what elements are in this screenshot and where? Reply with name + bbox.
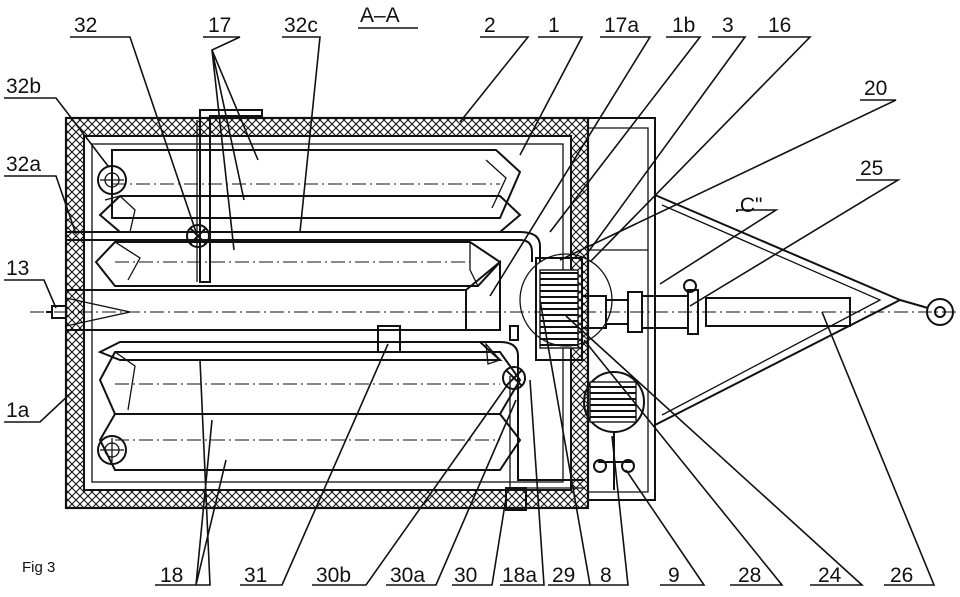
- label-1b: 1b: [672, 14, 695, 37]
- label-20: 20: [864, 77, 887, 100]
- upper-cylinders: [94, 149, 522, 288]
- label-30: 30: [454, 564, 477, 587]
- label-1: 1: [548, 14, 560, 37]
- drawbar: [654, 194, 954, 426]
- label-30a: 30a: [390, 564, 425, 587]
- drive-shaft: [582, 279, 851, 335]
- label-28: 28: [738, 564, 761, 587]
- label-3: 3: [722, 14, 734, 37]
- label-9: 9: [668, 564, 680, 587]
- leader-lines: [4, 36, 936, 586]
- label-2: 2: [484, 14, 496, 37]
- pipes: [66, 109, 585, 489]
- label-31: 31: [244, 564, 267, 587]
- label-24: 24: [818, 564, 842, 587]
- label-16: 16: [768, 14, 791, 37]
- detail-label: .C": [734, 194, 762, 217]
- label-13: 13: [6, 257, 29, 280]
- label-8: 8: [600, 564, 612, 587]
- section-title: A–A: [360, 4, 400, 27]
- label-26: 26: [890, 564, 913, 587]
- label-17: 17: [208, 14, 231, 37]
- label-29: 29: [552, 564, 575, 587]
- top-labels: 32 17 32c 2 1 17a 1b 3 16 20 25: [74, 14, 887, 180]
- end-caps: [97, 165, 127, 465]
- label-18: 18: [160, 564, 183, 587]
- central-beam: [30, 259, 960, 331]
- label-18a: 18a: [502, 564, 537, 587]
- label-17a: 17a: [604, 14, 639, 37]
- label-32: 32: [74, 14, 97, 37]
- label-32a: 32a: [6, 153, 41, 176]
- bottom-labels: 18 31 30b 30a 30 18a 29 8 9 28 24 26: [160, 564, 913, 587]
- figure-caption: Fig 3: [22, 559, 55, 576]
- label-32b: 32b: [6, 75, 41, 98]
- label-30b: 30b: [316, 564, 351, 587]
- label-32c: 32c: [284, 14, 318, 37]
- motor: [583, 371, 645, 490]
- label-1a: 1a: [6, 399, 30, 422]
- label-25: 25: [860, 157, 883, 180]
- left-labels: 32b 32a 13 1a: [6, 75, 41, 422]
